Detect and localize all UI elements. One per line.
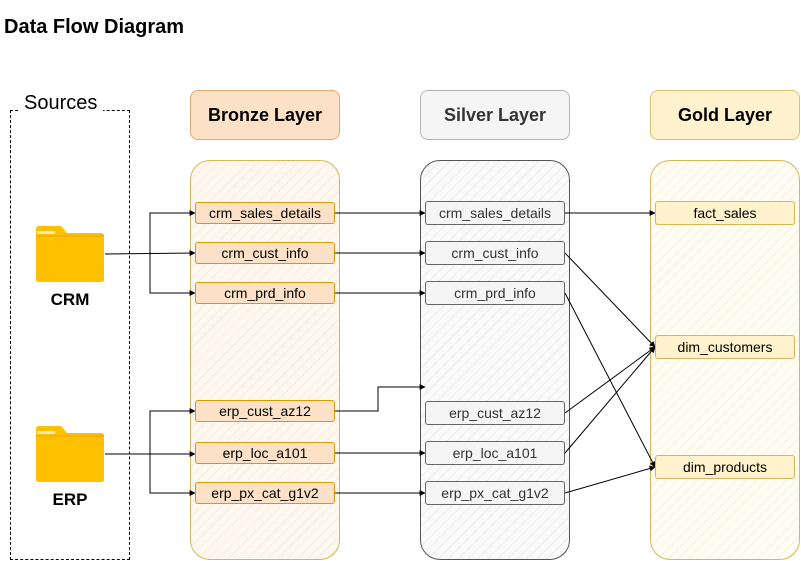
bronze-table-crm-sales-details: crm_sales_details xyxy=(195,202,335,224)
silver-table-crm-sales-details: crm_sales_details xyxy=(425,201,565,225)
crm-folder-icon xyxy=(36,226,104,282)
gold-layer-container xyxy=(650,160,800,560)
crm-to-bronze-sales-arrow xyxy=(149,210,196,254)
erp-folder-icon xyxy=(36,426,104,482)
bronze-table-erp-loc-a101: erp_loc_a101 xyxy=(195,442,335,464)
silver-erpcust-to-dim-customers-arrow xyxy=(564,346,656,414)
gold-layer-header: Gold Layer xyxy=(650,90,800,140)
gold-table-dim-products: dim_products xyxy=(655,455,795,479)
page-title: Data Flow Diagram xyxy=(4,16,185,38)
erp-to-bronze-pxcat-arrow xyxy=(149,454,196,496)
crm-to-bronze-prd-arrow xyxy=(149,254,196,296)
bronze-table-erp-px-cat-g1v2: erp_px_cat_g1v2 xyxy=(195,482,335,504)
silver-table-erp-cust-az12: erp_cust_az12 xyxy=(425,401,565,425)
bronze-to-silver-erpcust-arrow xyxy=(335,384,426,412)
bronze-layer-header: Bronze Layer xyxy=(190,90,340,140)
silver-layer-header: Silver Layer xyxy=(420,90,570,140)
bronze-table-crm-prd-info: crm_prd_info xyxy=(195,282,335,304)
silver-table-erp-loc-a101: erp_loc_a101 xyxy=(425,441,565,465)
silver-loc-to-dim-customers-arrow xyxy=(564,346,656,454)
bronze-table-erp-cust-az12: erp_cust_az12 xyxy=(195,400,335,422)
silver-pxcat-to-dim-products-arrow xyxy=(564,465,656,494)
gold-table-dim-customers: dim_customers xyxy=(655,335,795,359)
silver-cust-to-dim-customers-arrow xyxy=(564,252,656,348)
erp-label: ERP xyxy=(52,490,88,509)
silver-table-erp-px-cat-g1v2: erp_px_cat_g1v2 xyxy=(425,481,565,505)
sources-label: Sources xyxy=(18,92,104,115)
silver-table-crm-prd-info: crm_prd_info xyxy=(425,281,565,305)
crm-label: CRM xyxy=(50,290,90,309)
gold-table-fact-sales: fact_sales xyxy=(655,201,795,225)
silver-table-crm-cust-info: crm_cust_info xyxy=(425,241,565,265)
erp-to-bronze-cust-arrow xyxy=(149,408,196,454)
bronze-table-crm-cust-info: crm_cust_info xyxy=(195,242,335,264)
